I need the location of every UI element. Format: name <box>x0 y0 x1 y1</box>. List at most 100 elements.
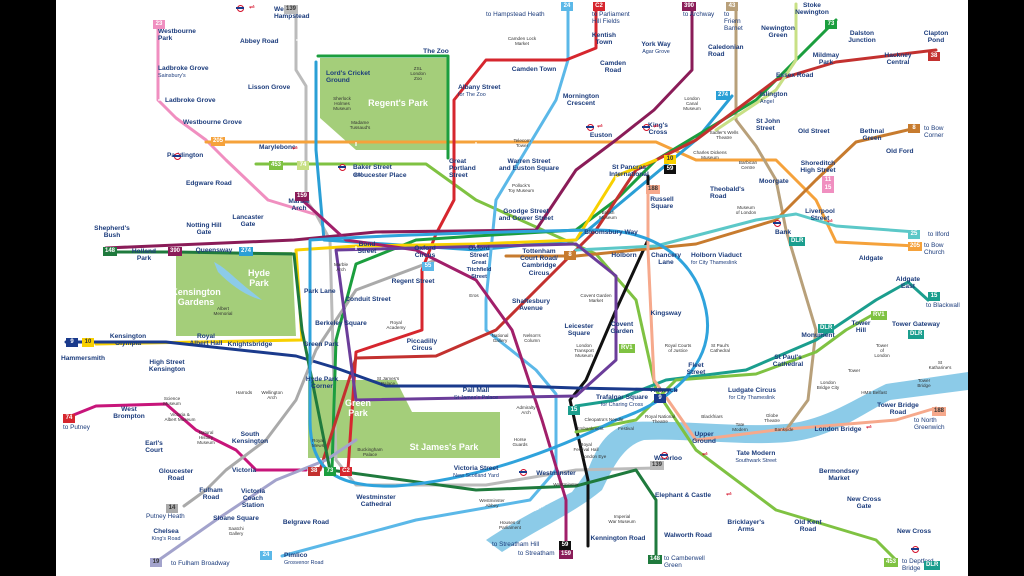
attraction-barbican-centre-text: Centre <box>741 165 755 171</box>
underground-roundel-icon <box>642 124 650 131</box>
station-gloucester-place: Gloucester Place <box>353 172 407 179</box>
attraction-london-canal-museum-text: Museum <box>683 106 701 112</box>
station-trafalgar-square-subtext: for Charing Cross <box>600 402 644 409</box>
attraction-tower-bridge-att-text: Bridge <box>917 383 931 389</box>
station-bricklayers-arms-text: Bricklayer's <box>727 519 765 526</box>
station-pimlico-text: Pimlico <box>284 552 308 559</box>
bus-route-badge-b-159: 159 <box>295 192 310 201</box>
station-upper-ground-text: Upper <box>694 431 714 438</box>
station-holborn-viaduct-text: Holborn Viaduct <box>691 252 742 259</box>
station-the-zoo-text: The Zoo <box>423 48 449 55</box>
bus-route-badge-b-205-top: 205 <box>211 137 226 146</box>
station-sloane-square: Sloane Square <box>213 515 259 522</box>
station-holland-park-text: Holland <box>131 248 157 255</box>
station-tottenham-court-road-text: Court Road/ <box>520 255 558 263</box>
station-new-cross-gate-text: Gate <box>856 503 872 511</box>
bus-route-badge-b-10: 10 <box>664 155 676 164</box>
national-rail-icon: ⇌ <box>702 451 708 458</box>
station-euston-text: Euston <box>589 132 613 139</box>
attraction-harrods: Harrods <box>236 390 252 395</box>
station-great-portland-street-text: Street <box>449 172 468 180</box>
station-dalston-junction-text: Junction <box>848 37 876 45</box>
route-390 <box>104 2 694 250</box>
destination-to-streatham-text: to Streatham <box>518 550 555 557</box>
station-hackney-central-text: Central <box>886 59 910 67</box>
station-covent-garden-text: Garden <box>610 328 634 336</box>
attraction-covent-garden-market-text: Market <box>588 298 604 304</box>
bus-route-badge-b-25: 25 <box>908 230 920 239</box>
station-piccadilly-circus-text: Piccadilly <box>406 338 438 345</box>
station-great-titchfield-street-text: Titchfield <box>466 267 492 274</box>
attraction-buckingham-palace-text: Palace <box>362 452 378 458</box>
station-moorgate-text: Moorgate <box>759 178 789 185</box>
national-rail-icon: ⇌ <box>827 218 833 225</box>
station-sloane-square-text: Sloane Square <box>213 515 259 522</box>
station-knightsbridge-text: Knightsbridge <box>227 341 273 348</box>
station-great-portland-street-text: Great <box>449 158 467 165</box>
station-the-zoo: The Zoo <box>423 48 449 55</box>
attraction-globe-theatre-text: Globe <box>765 413 779 418</box>
station-theobalds-road-text: Theobald's <box>710 186 745 193</box>
bus-route-badge-b-205: 205 <box>908 242 923 251</box>
bus-route-badge-b-274: 274 <box>239 247 254 256</box>
station-st-john-street-text: St John <box>756 118 781 125</box>
station-moorgate: Moorgate <box>759 178 789 185</box>
attraction-harrods-text: Harrods <box>235 390 253 395</box>
route-14 <box>182 258 438 508</box>
station-camden-town-text: Camden Town <box>511 66 557 73</box>
station-fleet-street-text: Street <box>686 369 706 377</box>
attraction-tate-modern-att-text: Tate <box>735 422 745 427</box>
station-york-way-subtext: Agar Grove <box>642 49 670 56</box>
station-west-hampstead-text: Hampstead <box>274 13 310 21</box>
destination-to-parliament-hill-text: to Parliament <box>592 11 630 18</box>
station-baker-street-text: Baker Street <box>353 164 392 171</box>
bus-route-badge-b-c2: C2 <box>340 467 352 476</box>
bus-route-badge-b-43: 43 <box>726 2 738 11</box>
route-regents-park <box>316 54 450 160</box>
destination-to-putney-text: to Putney <box>63 424 91 431</box>
station-bank: Bank <box>775 229 791 236</box>
bus-route-badge-b-c2-top: C2 <box>593 2 605 11</box>
attraction-westminster-abbey-text: Westminster <box>479 498 505 503</box>
station-london-bridge: London Bridge <box>815 426 862 433</box>
attraction-london-transport-museum-text: Transport <box>574 348 594 354</box>
station-pall-mall-text: Pall Mall <box>462 387 490 394</box>
route-43 <box>734 4 818 432</box>
attraction-british-museum-text: Museum <box>599 215 617 221</box>
underground-roundel-icon <box>586 124 594 131</box>
station-victoria-street-text: Victoria Street <box>453 465 499 472</box>
destination-to-friern-barnet-text: Barnet <box>724 25 743 32</box>
destination-to-north-greenwich-text: to North <box>914 417 937 424</box>
attraction-va-museum-text: Victoria & <box>170 412 190 417</box>
attraction-telecom-tower-text: Tower <box>515 143 529 149</box>
regents-park-area <box>320 58 448 150</box>
bus-route-badge-b-453: 453 <box>269 161 284 170</box>
route-73 <box>330 18 838 472</box>
station-abbey-road: Abbey Road <box>240 38 278 45</box>
park-regents-park-text: Regent's Park <box>368 98 428 108</box>
attraction-albert-memorial-text: Albert <box>216 306 230 311</box>
underground-roundel-icon <box>338 164 346 171</box>
station-edgware-road: Edgware Road <box>186 180 232 187</box>
attraction-pollocks-toy-museum-text: Toy Museum <box>507 188 535 194</box>
underground-roundel-icon <box>660 452 668 459</box>
station-high-street-kensington-text: Kensington <box>148 366 186 374</box>
